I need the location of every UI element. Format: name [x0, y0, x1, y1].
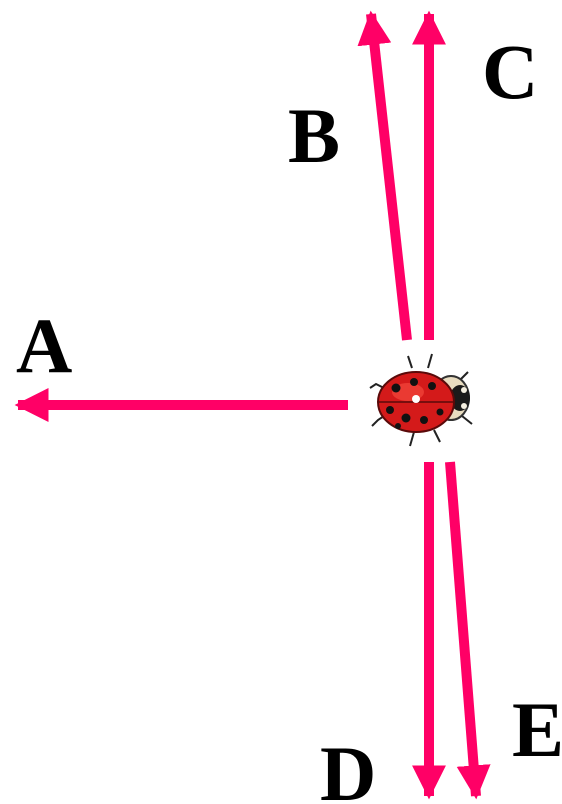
label-e: E — [512, 686, 562, 773]
ladybug-icon — [369, 353, 473, 447]
arrow-b — [357, 10, 412, 341]
label-a: A — [16, 302, 72, 389]
label-c: C — [482, 28, 538, 115]
label-d: D — [320, 730, 376, 804]
arrow-e — [445, 461, 491, 800]
label-b: B — [288, 92, 340, 179]
